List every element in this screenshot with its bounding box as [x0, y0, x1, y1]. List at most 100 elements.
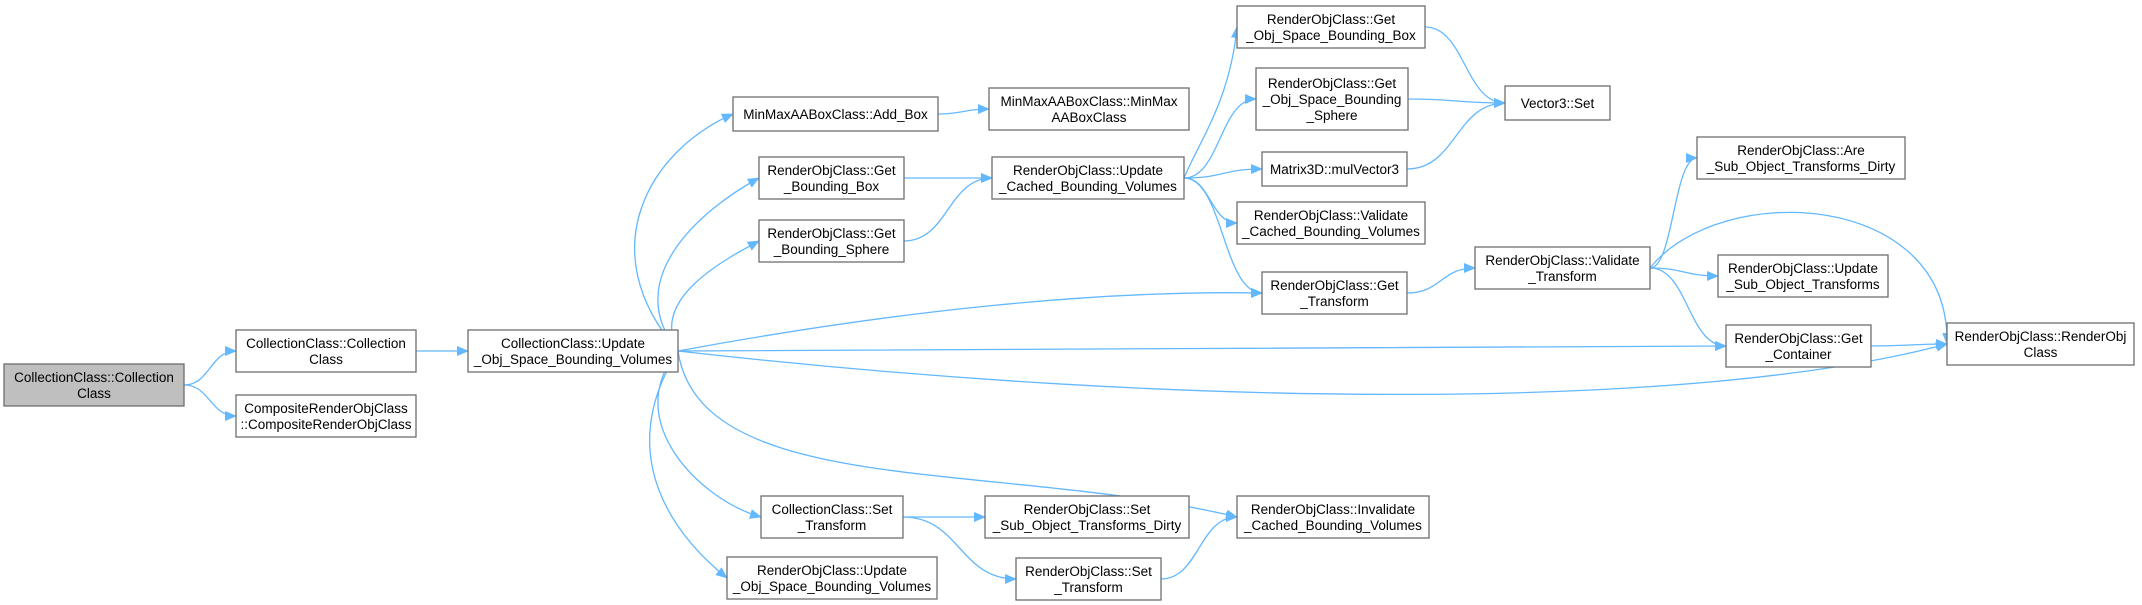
edge-objsphere-to-vecset	[1407, 97, 1506, 108]
edge-root-to-comp	[183, 384, 237, 421]
node-label-line: Class	[309, 352, 343, 367]
node-settrans[interactable]: CollectionClass::Set_Transform	[760, 495, 904, 539]
node-label-line: _Obj_Space_Bounding	[1262, 92, 1402, 107]
edge-valtrans-to-roctor	[1649, 211, 1953, 345]
node-label-line: _Obj_Space_Bounding_Box	[1245, 28, 1416, 43]
edge-updcached-to-objbox	[1183, 26, 1241, 179]
edge-updcached-to-valcached	[1183, 177, 1238, 228]
node-getcont[interactable]: RenderObjClass::Get_Container	[1725, 324, 1872, 368]
node-update_obj[interactable]: CollectionClass::Update_Obj_Space_Boundi…	[467, 329, 679, 373]
edge-objbox-to-vecset	[1424, 26, 1506, 108]
node-label-line: RenderObjClass::Get	[767, 163, 896, 178]
node-valcached[interactable]: RenderObjClass::Validate_Cached_Bounding…	[1236, 201, 1426, 245]
edge-settrans-to-rosettrans	[902, 516, 1017, 584]
node-label-line: RenderObjClass::Invalidate	[1251, 502, 1415, 517]
node-box	[1261, 271, 1408, 315]
edge-valtrans-to-aresub	[1649, 153, 1698, 269]
node-label-line: CompositeRenderObjClass	[244, 401, 408, 416]
node-label-line: AABoxClass	[1051, 110, 1126, 125]
edge-update_obj-to-gettrans	[677, 287, 1263, 352]
node-label-line: _Cached_Bounding_Volumes	[1241, 224, 1420, 239]
node-label-line: MinMaxAABoxClass::MinMax	[1000, 94, 1177, 109]
node-box	[732, 96, 939, 132]
node-label-line: _Sphere	[1305, 108, 1357, 123]
node-label-line: _Transform	[1053, 580, 1123, 595]
node-roupdobj[interactable]: RenderObjClass::Update_Obj_Space_Boundin…	[726, 556, 938, 600]
node-label-line: RenderObjClass::Set	[1024, 502, 1151, 517]
node-label-line: RenderObjClass::Update	[1728, 261, 1878, 276]
edge-addbox-to-minmax	[937, 104, 990, 115]
node-box	[984, 495, 1190, 539]
node-rosettrans[interactable]: RenderObjClass::Set_Transform	[1015, 557, 1162, 601]
node-label-line: _Cached_Bounding_Volumes	[998, 179, 1177, 194]
node-label-line: _Sub_Object_Transforms	[1725, 277, 1880, 292]
node-label-line: RenderObjClass::Validate	[1485, 253, 1639, 268]
node-box	[467, 329, 679, 373]
node-gettrans[interactable]: RenderObjClass::Get_Transform	[1261, 271, 1408, 315]
edge-valtrans-to-updsub	[1649, 267, 1719, 281]
node-invcached[interactable]: RenderObjClass::Invalidate_Cached_Boundi…	[1236, 495, 1430, 539]
node-label-line: RenderObjClass::Get	[1270, 278, 1399, 293]
node-valtrans[interactable]: RenderObjClass::Validate_Transform	[1474, 246, 1651, 290]
node-label-line: _Transform	[1299, 294, 1369, 309]
node-box	[1236, 201, 1426, 245]
node-updsub[interactable]: RenderObjClass::Update_Sub_Object_Transf…	[1717, 254, 1889, 298]
node-label-line: Class	[2024, 345, 2058, 360]
node-label-line: _Obj_Space_Bounding_Volumes	[473, 352, 672, 367]
node-addbox[interactable]: MinMaxAABoxClass::Add_Box	[732, 96, 939, 132]
node-comp[interactable]: CompositeRenderObjClass::CompositeRender…	[235, 394, 417, 438]
edge-root-to-ctor	[183, 346, 237, 386]
node-label-line: Matrix3D::mulVector3	[1270, 162, 1399, 177]
node-label-line: _Container	[1764, 347, 1832, 362]
node-label-line: RenderObjClass::Validate	[1254, 208, 1408, 223]
node-setsubdirty[interactable]: RenderObjClass::Set_Sub_Object_Transform…	[984, 495, 1190, 539]
node-box	[1696, 136, 1906, 180]
node-label-line: RenderObjClass::Get	[1734, 331, 1863, 346]
node-label-line: _Sub_Object_Transforms_Dirty	[1706, 159, 1896, 174]
node-label-line: CollectionClass::Set	[772, 502, 893, 517]
node-label-line: _Sub_Object_Transforms_Dirty	[992, 518, 1182, 533]
edge-rosettrans-to-invcached	[1160, 512, 1238, 580]
node-box	[1504, 85, 1611, 121]
node-box	[235, 394, 417, 438]
node-ctor[interactable]: CollectionClass::CollectionClass	[235, 329, 417, 373]
edge-updcached-to-matrix	[1183, 164, 1263, 179]
node-box	[1474, 246, 1651, 290]
edge-update_obj-to-getbbox	[657, 177, 760, 352]
edge-update_obj-to-roupdobj	[649, 350, 728, 579]
nodes: CollectionClass::CollectionClassCollecti…	[3, 5, 2135, 601]
edge-update_obj-to-settrans	[657, 350, 762, 519]
node-roctor[interactable]: RenderObjClass::RenderObjClass	[1946, 322, 2135, 366]
node-root[interactable]: CollectionClass::CollectionClass	[3, 363, 185, 407]
node-box	[1725, 324, 1872, 368]
edge-valtrans-to-getcont	[1649, 267, 1727, 351]
node-aresub[interactable]: RenderObjClass::Are_Sub_Object_Transform…	[1696, 136, 1906, 180]
node-matrix[interactable]: Matrix3D::mulVector3	[1261, 151, 1408, 187]
node-box	[988, 87, 1190, 131]
node-objbox[interactable]: RenderObjClass::Get_Obj_Space_Bounding_B…	[1236, 5, 1426, 49]
edge-updcached-to-objsphere	[1183, 94, 1257, 179]
node-label-line: RenderObjClass::Update	[757, 563, 907, 578]
node-box	[726, 556, 938, 600]
node-box	[1236, 495, 1430, 539]
node-box	[1255, 67, 1409, 131]
node-label-line: RenderObjClass::Update	[1013, 163, 1163, 178]
node-box	[1236, 5, 1426, 49]
node-label-line: _Obj_Space_Bounding_Volumes	[732, 579, 931, 594]
node-objsphere[interactable]: RenderObjClass::Get_Obj_Space_Bounding_S…	[1255, 67, 1409, 131]
edge-update_obj-to-roctor	[677, 342, 1948, 396]
node-updcached[interactable]: RenderObjClass::Update_Cached_Bounding_V…	[991, 156, 1185, 200]
node-getbbox[interactable]: RenderObjClass::Get_Bounding_Box	[758, 156, 905, 200]
node-label-line: CollectionClass::Collection	[246, 336, 406, 351]
edge-update_obj-to-getbsphere	[670, 240, 760, 352]
edge-updcached-to-gettrans	[1183, 177, 1263, 298]
node-vecset[interactable]: Vector3::Set	[1504, 85, 1611, 121]
edge-matrix-to-vecset	[1406, 98, 1506, 170]
node-getbsphere[interactable]: RenderObjClass::Get_Bounding_Sphere	[758, 219, 905, 263]
node-minmax[interactable]: MinMaxAABoxClass::MinMaxAABoxClass	[988, 87, 1190, 131]
node-label-line: CollectionClass::Update	[501, 336, 645, 351]
node-label-line: _Bounding_Sphere	[773, 242, 890, 257]
node-label-line: _Transform	[1527, 269, 1597, 284]
node-box	[760, 495, 904, 539]
node-box	[758, 156, 905, 200]
